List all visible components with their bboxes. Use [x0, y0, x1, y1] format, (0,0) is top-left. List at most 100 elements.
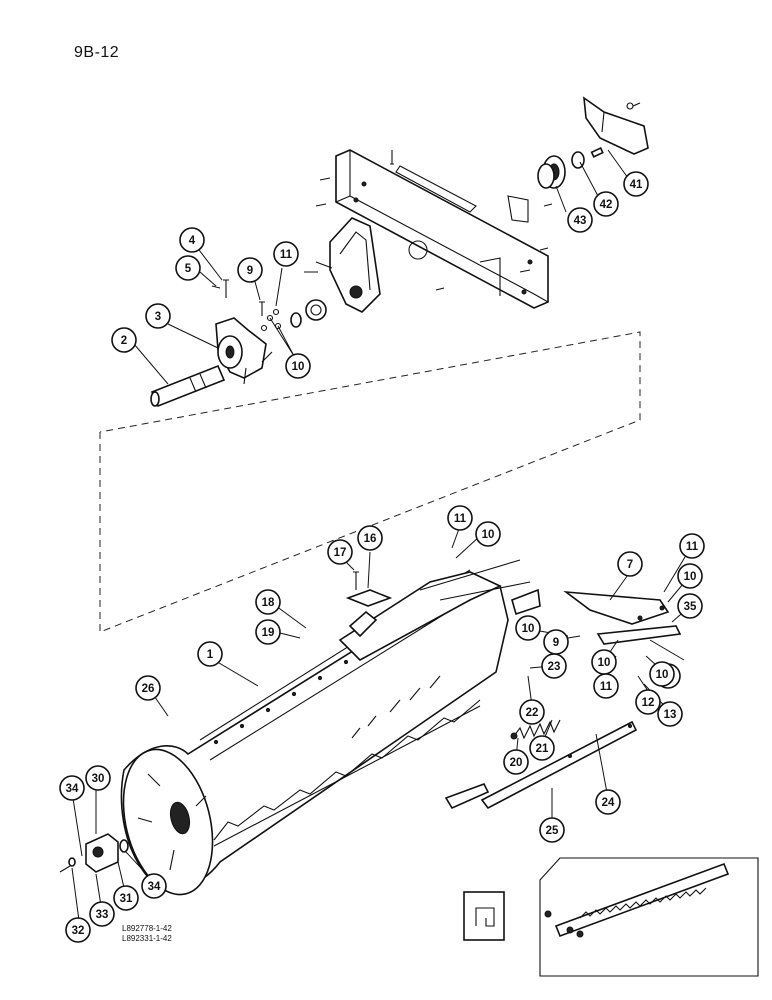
callout-43: 43: [567, 207, 593, 233]
callout-5: 5: [175, 255, 201, 281]
callout-circle: [65, 917, 91, 943]
callout-label: 18: [262, 597, 275, 609]
callout-circle: [447, 505, 473, 531]
callout-31: 31: [113, 885, 139, 911]
callout-label: 19: [262, 627, 275, 639]
callout-label: 10: [482, 529, 495, 541]
callout-circle: [135, 675, 161, 701]
callout-label: 26: [142, 683, 155, 695]
callout-circle: [635, 689, 661, 715]
callout-circle: [657, 701, 683, 727]
callout-circle: [175, 255, 201, 281]
tension-spring: [510, 719, 561, 740]
main-drum: [120, 559, 541, 896]
callout-circle: [567, 207, 593, 233]
callout-11: 11: [447, 505, 473, 531]
callout-34: 34: [141, 873, 167, 899]
callout-18: 18: [255, 589, 281, 615]
callout-label: 16: [364, 533, 377, 545]
callout-13: 13: [657, 701, 683, 727]
end-hub: [59, 833, 129, 873]
callout-circle: [677, 593, 703, 619]
callout-10: 10: [591, 649, 617, 675]
callout-circle: [617, 551, 643, 577]
callout-circle: [679, 533, 705, 559]
leader-lines: [71, 149, 689, 929]
callout-3: 3: [145, 303, 171, 329]
inset-serrated-bar: [539, 857, 759, 977]
cover-bracket: [583, 96, 649, 155]
callout-circle: [327, 539, 353, 565]
callout-circle: [255, 619, 281, 645]
callout-10: 10: [649, 661, 675, 687]
bearing-bracket: [215, 317, 273, 385]
callout-circle: [89, 901, 115, 927]
callout-7: 7: [617, 551, 643, 577]
page-number: 9B-12: [74, 44, 120, 61]
callout-circle: [595, 789, 621, 815]
callout-25: 25: [539, 817, 565, 843]
plate-bolt: [353, 571, 359, 590]
callout-circle: [475, 521, 501, 547]
callout-2: 2: [111, 327, 137, 353]
callout-label: 41: [630, 179, 643, 191]
callout-circle: [237, 257, 263, 283]
mounting-bracket: [563, 590, 682, 645]
callout-label: 11: [280, 249, 293, 261]
callout-26: 26: [135, 675, 161, 701]
callout-circle: [529, 735, 555, 761]
callout-label: 2: [121, 335, 127, 347]
callout-label: 1: [207, 649, 214, 661]
callout-circle: [593, 673, 619, 699]
callout-label: 12: [642, 697, 655, 709]
drive-shaft: [150, 364, 226, 408]
callout-circle: [255, 589, 281, 615]
callout-11: 11: [679, 533, 705, 559]
callout-label: 20: [510, 757, 523, 769]
callout-label: 4: [189, 235, 196, 247]
inset-symbol: [463, 891, 505, 941]
callout-label: 23: [548, 661, 561, 673]
callout-circle: [519, 699, 545, 725]
callout-circle: [145, 303, 171, 329]
callout-label: 31: [120, 893, 133, 905]
callout-label: 7: [627, 559, 633, 571]
alignment-envelope: [99, 331, 641, 633]
callout-label: 9: [247, 265, 253, 277]
callout-42: 42: [593, 191, 619, 217]
callout-label: 25: [546, 825, 559, 837]
callout-33: 33: [89, 901, 115, 927]
callout-30: 30: [85, 765, 111, 791]
callout-label: 10: [598, 657, 611, 669]
callout-32: 32: [65, 917, 91, 943]
callout-20: 20: [503, 749, 529, 775]
callout-10: 10: [515, 615, 541, 641]
support-beam: [315, 149, 553, 309]
callout-label: 30: [92, 773, 105, 785]
callout-label: 24: [602, 797, 615, 809]
callout-circle: [515, 615, 541, 641]
callout-circle: [541, 653, 567, 679]
cover-plate: [345, 589, 393, 607]
callout-circle: [179, 227, 205, 253]
callout-label: 5: [185, 263, 192, 275]
callout-9: 9: [237, 257, 263, 283]
callout-19: 19: [255, 619, 281, 645]
callout-circle: [677, 563, 703, 589]
callout-label: 43: [574, 215, 587, 227]
callout-label: 33: [96, 909, 109, 921]
callout-label: 17: [334, 547, 347, 559]
callout-label: 10: [292, 361, 305, 373]
callout-label: 34: [148, 881, 161, 893]
callout-10: 10: [677, 563, 703, 589]
callout-10: 10: [285, 353, 311, 379]
callout-label: 11: [686, 541, 699, 553]
callout-circle: [593, 191, 619, 217]
callout-35: 35: [677, 593, 703, 619]
drawing-code: L892331-1-42: [122, 934, 172, 943]
callout-label: 11: [454, 513, 467, 525]
callout-circle: [623, 171, 649, 197]
callout-circle: [285, 353, 311, 379]
callout-label: 13: [664, 709, 677, 721]
